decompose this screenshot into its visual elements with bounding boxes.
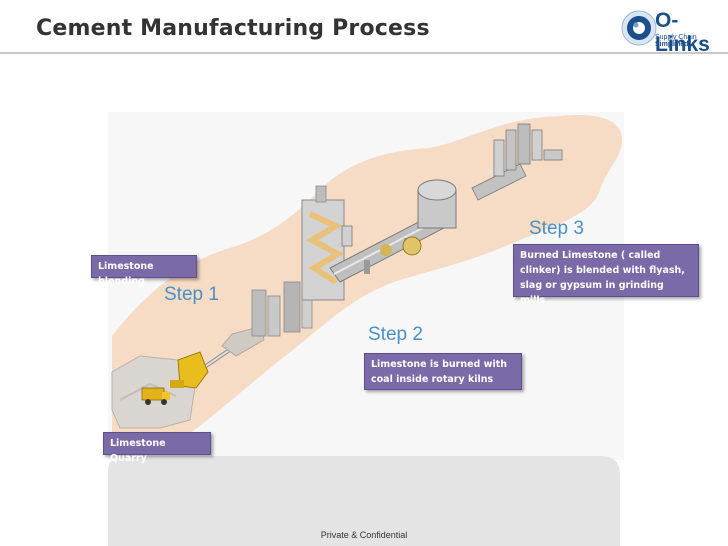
footer-confidential: Private & Confidential (320, 530, 408, 540)
callout-limestone-burning: Limestone is burned with coal inside rot… (364, 353, 522, 390)
preheater-tower-icon (301, 185, 345, 301)
clinker-cooler-icon (402, 236, 422, 256)
foreground-band (108, 456, 620, 546)
logo-name: O-Links (655, 9, 710, 56)
callout-limestone-blending: Limestone blending (91, 255, 197, 287)
ground-shape (112, 115, 622, 452)
callout-limestone-quarry: Limestone Quarry (103, 432, 211, 464)
logo-tagline-prefix: Supply Chain (655, 34, 697, 41)
logo-tagline: Supply Chain Simplified (655, 34, 728, 48)
crusher-icon (170, 351, 209, 389)
cement-silos-icon (493, 123, 563, 177)
o-links-logo-icon (621, 10, 657, 46)
callout-clinker-grinding: Burned Limestone ( called clinker) is bl… (513, 244, 699, 306)
logo-tagline-emphasis: Simplified (655, 41, 689, 48)
raw-silo-icon (341, 225, 353, 247)
step-2-label: Step 2 (368, 324, 423, 345)
dump-truck-icon (141, 387, 170, 405)
page-title: Cement Manufacturing Process (36, 16, 430, 41)
title-divider (0, 52, 728, 54)
step-1-label: Step 1 (164, 284, 219, 305)
raw-mill-silos-icon (251, 275, 313, 337)
clinker-dome-icon (417, 179, 457, 229)
step-3-label: Step 3 (529, 218, 584, 239)
